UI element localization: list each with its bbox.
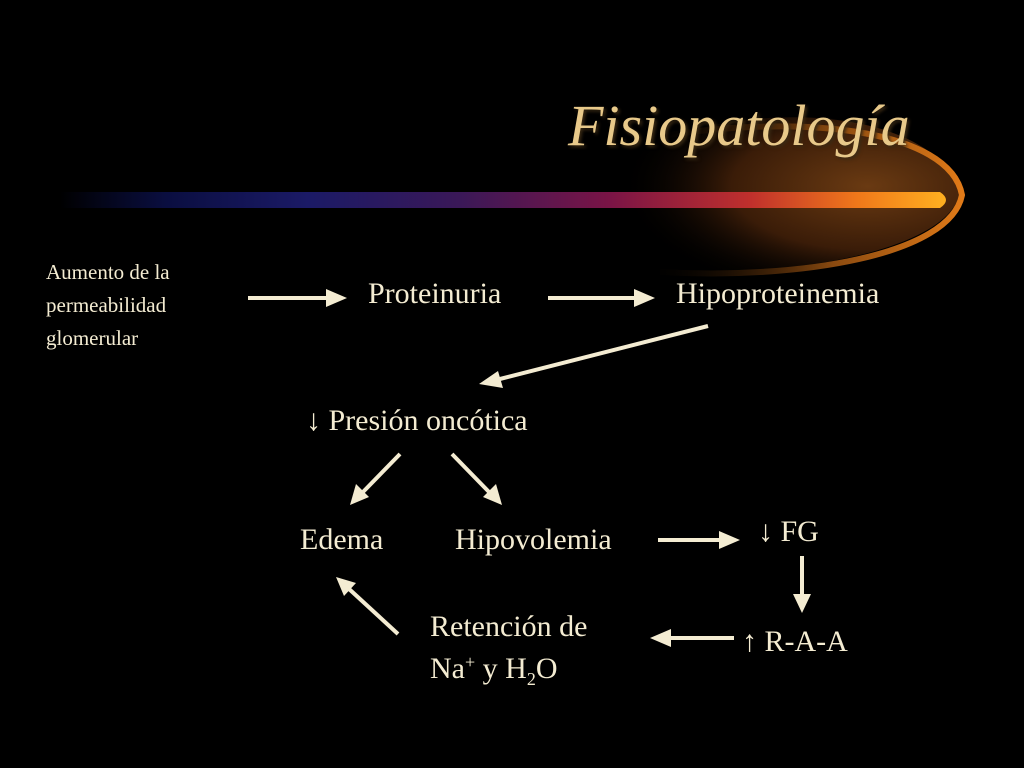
- node-hipoproteinemia: Hipoproteinemia: [676, 277, 880, 310]
- node-aumento-line-2: permeabilidad: [46, 293, 167, 317]
- node-presion-oncotica: ↓ Presión oncótica: [306, 404, 528, 437]
- arrow-raa-to-retencion: [650, 629, 734, 647]
- arrow-presion-to-edema: [350, 452, 402, 505]
- node-fg: ↓ FG: [758, 515, 819, 548]
- arrow-permeabilidad-to-proteinuria: [248, 289, 347, 307]
- arrow-hipoproteinemia-to-presion: [479, 324, 709, 388]
- node-edema: Edema: [300, 523, 384, 556]
- arrow-hipovolemia-to-fg: [658, 531, 740, 549]
- node-hipovolemia: Hipovolemia: [455, 523, 612, 556]
- node-aumento-line-3: glomerular: [46, 326, 139, 350]
- arrow-fg-to-raa: [793, 556, 811, 613]
- node-retencion-mid: y H: [475, 652, 527, 685]
- node-raa: ↑ R-A-A: [742, 625, 848, 658]
- node-retencion-na: Na: [430, 652, 465, 685]
- node-retencion-sub: 2: [526, 669, 536, 689]
- node-retencion-sup: +: [464, 652, 476, 672]
- node-aumento-line-1: Aumento de la: [46, 260, 170, 284]
- arrow-proteinuria-to-hipoproteinemia: [548, 289, 655, 307]
- node-retencion: Retención de Na+ y H2O: [430, 609, 588, 689]
- node-aumento-permeabilidad: Aumento de la permeabilidad glomerular: [46, 256, 170, 355]
- node-proteinuria: Proteinuria: [368, 277, 502, 310]
- arrow-retencion-to-edema: [336, 577, 400, 636]
- node-retencion-end: O: [535, 652, 558, 685]
- node-retencion-line-2: Na+ y H2O: [430, 651, 587, 689]
- node-retencion-line-1: Retención de: [430, 610, 588, 643]
- title-swoosh-decoration: [60, 117, 966, 277]
- slide-title: Fisiopatología: [568, 93, 910, 158]
- arrow-presion-to-hipovolemia: [450, 452, 502, 505]
